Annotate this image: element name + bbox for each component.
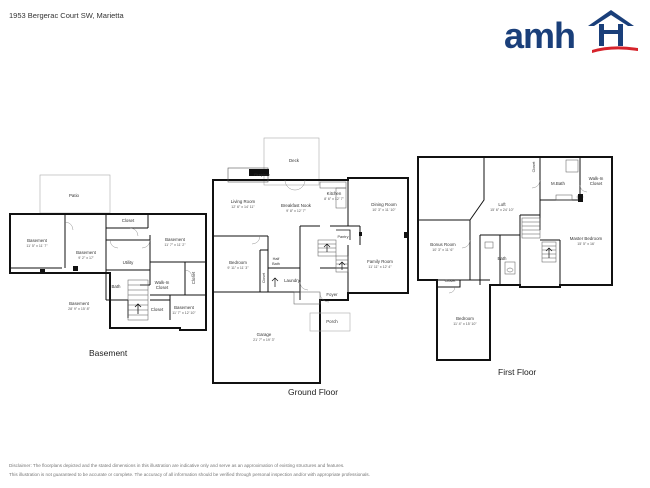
room-label-porch: Porch xyxy=(326,319,338,324)
first-floor-labels: Closet Loft 15' 6" x 24' 10" M.Bath Walk… xyxy=(430,161,604,326)
room-label-utility: Utility xyxy=(123,260,135,265)
room-label-foyer: Foyer xyxy=(326,292,338,297)
room-label-kitchen: Kitchen xyxy=(327,191,342,196)
room-label-basement: Basement xyxy=(174,305,195,310)
room-label-laundry: Laundry xyxy=(284,278,301,283)
room-dims-bedroom: 9' 11" x 11' 3" xyxy=(227,266,249,270)
room-label-walk-in-closet: Walk-In xyxy=(589,176,604,181)
room-label-half-bath: Half xyxy=(273,257,281,261)
logo-wordmark: amh xyxy=(504,15,575,54)
first-floor-plan xyxy=(417,156,613,361)
ground-floor-plan xyxy=(212,137,409,384)
basement-labels: Patio Closet Basement 11' 5" x 11' 7" Ba… xyxy=(26,193,196,315)
room-label-bath: Bath xyxy=(111,284,121,289)
room-label-loft: Loft xyxy=(498,202,506,207)
room-dims-bedroom: 11' 4" x 15' 10" xyxy=(453,322,477,326)
basement-plan xyxy=(9,174,207,331)
room-label-closet: Closet xyxy=(191,271,196,284)
room-label-walk-in-closet-2: Closet xyxy=(156,285,169,290)
room-label-half-bath-2: Bath xyxy=(272,262,280,266)
property-address: 1953 Bergerac Court SW, Marietta xyxy=(9,11,124,20)
room-dims-family-room: 11' 11" x 12' 4" xyxy=(368,265,392,269)
room-label-basement: Basement xyxy=(27,238,48,243)
room-dims-dining-room: 10' 3" x 11' 10" xyxy=(372,208,396,212)
room-label-closet: Closet xyxy=(122,218,135,223)
room-dims-living-room: 12' 6" x 14' 11" xyxy=(231,205,255,209)
room-label-fireplace: Fireplace xyxy=(254,173,270,177)
floor-title-first-floor: First Floor xyxy=(498,367,537,377)
room-label-pantry: Pantry xyxy=(338,235,349,239)
room-label-basement: Basement xyxy=(76,250,97,255)
room-label-patio: Patio xyxy=(69,193,80,198)
room-dims-garage: 21' 7" x 19' 3" xyxy=(253,338,275,342)
room-label-bedroom: Bedroom xyxy=(456,316,474,321)
floor-title-basement: Basement xyxy=(89,348,128,358)
room-label-garage: Garage xyxy=(257,332,272,337)
disclaimer-line-2: This illustration is not guaranteed to b… xyxy=(9,472,370,477)
room-dims-basement: 11' 5" x 11' 7" xyxy=(26,244,48,248)
room-label-dining-room: Dining Room xyxy=(371,202,397,207)
house-roof-icon xyxy=(588,10,638,53)
room-label-basement: Basement xyxy=(69,301,90,306)
room-label-deck: Deck xyxy=(289,158,300,163)
room-label-closet: Closet xyxy=(262,273,266,283)
room-label-bonus-room: Bonus Room xyxy=(430,242,456,247)
room-label-closet: Closet xyxy=(445,279,457,283)
room-label-living-room: Living Room xyxy=(231,199,256,204)
amh-logo: amh xyxy=(504,10,638,54)
room-label-basement: Basement xyxy=(165,237,186,242)
room-label-walk-in-closet-2: Closet xyxy=(590,181,603,186)
room-dims-kitchen: 8' 6" x 12' 7" xyxy=(324,197,344,201)
floor-title-ground-floor: Ground Floor xyxy=(288,387,339,397)
room-label-m-bath: M.Bath xyxy=(551,181,565,186)
room-label-walk-in-closet: Walk-In xyxy=(155,280,170,285)
disclaimer: Disclaimer: The floorplans depicted and … xyxy=(9,461,529,479)
room-label-bedroom: Bedroom xyxy=(229,260,247,265)
room-dims-basement: 11' 7" x 12' 10" xyxy=(172,311,196,315)
room-label-closet: Closet xyxy=(151,307,164,312)
room-dims-bonus-room: 10' 3" x 11' 6" xyxy=(432,248,454,252)
room-dims-basement: 28' 9" x 15' 8" xyxy=(68,307,90,311)
room-label-bath: Bath xyxy=(497,256,507,261)
room-label-breakfast-nook: Breakfast Nook xyxy=(281,203,312,208)
room-label-master-bedroom: Master Bedroom xyxy=(570,236,603,241)
disclaimer-line-1: Disclaimer: The floorplans depicted and … xyxy=(9,463,345,468)
room-dims-basement: 11' 7" x 11' 2" xyxy=(164,243,186,247)
room-dims-loft: 15' 6" x 24' 10" xyxy=(490,208,514,212)
room-label-closet: Closet xyxy=(532,161,536,173)
room-label-family-room: Family Room xyxy=(367,259,393,264)
ground-floor-labels: Deck Fireplace Living Room 12' 6" x 14' … xyxy=(227,158,397,342)
room-dims-breakfast-nook: 9' 8" x 12' 7" xyxy=(286,209,306,213)
room-dims-master-bedroom: 15' 5" x 16' xyxy=(577,242,595,246)
room-dims-basement: 9' 2" x 17' xyxy=(78,256,94,260)
